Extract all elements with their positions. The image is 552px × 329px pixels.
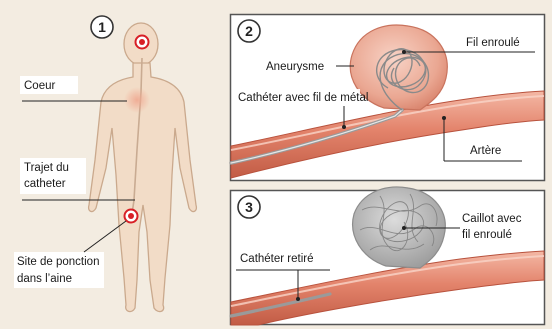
panel-3-number: 3 (245, 199, 253, 215)
clot-leader-dot (402, 226, 406, 230)
coiled-wire-label: Fil enroulé (466, 37, 520, 49)
head-marker-dot (139, 39, 145, 45)
catheter-removed-leader-dot (296, 297, 300, 301)
catheter-removed-label: Cathéter retiré (240, 253, 314, 265)
groin-marker-dot (128, 213, 134, 219)
clot-label-line1: Caillot avec (462, 213, 522, 225)
catheter-wire-label: Cathéter avec fil de métal (238, 92, 368, 104)
panel-1-number: 1 (98, 19, 106, 35)
heart-glow (124, 87, 150, 113)
coiled-wire-leader-dot (402, 50, 406, 54)
panel-3: 3 Caillot avec fil enroulé Cathéter reti… (231, 187, 545, 325)
site-label-line1: Site de ponction (17, 256, 99, 268)
panel-2-number: 2 (245, 23, 253, 39)
catheter-wire-leader-dot (342, 125, 346, 129)
clot-label-line2: fil enroulé (462, 229, 512, 241)
heart-label: Coeur (24, 80, 55, 92)
aneurysm-label: Aneurysme (266, 61, 324, 73)
path-label-line2: catheter (24, 178, 66, 190)
artery-leader-dot (442, 116, 446, 120)
panel-2: 2 Aneurysme Fil enroulé Cathéter avec fi… (231, 15, 545, 181)
path-label-line1: Trajet du (24, 162, 69, 174)
site-label-line2: dans l’aine (17, 273, 72, 285)
artery-label: Artère (470, 145, 501, 157)
